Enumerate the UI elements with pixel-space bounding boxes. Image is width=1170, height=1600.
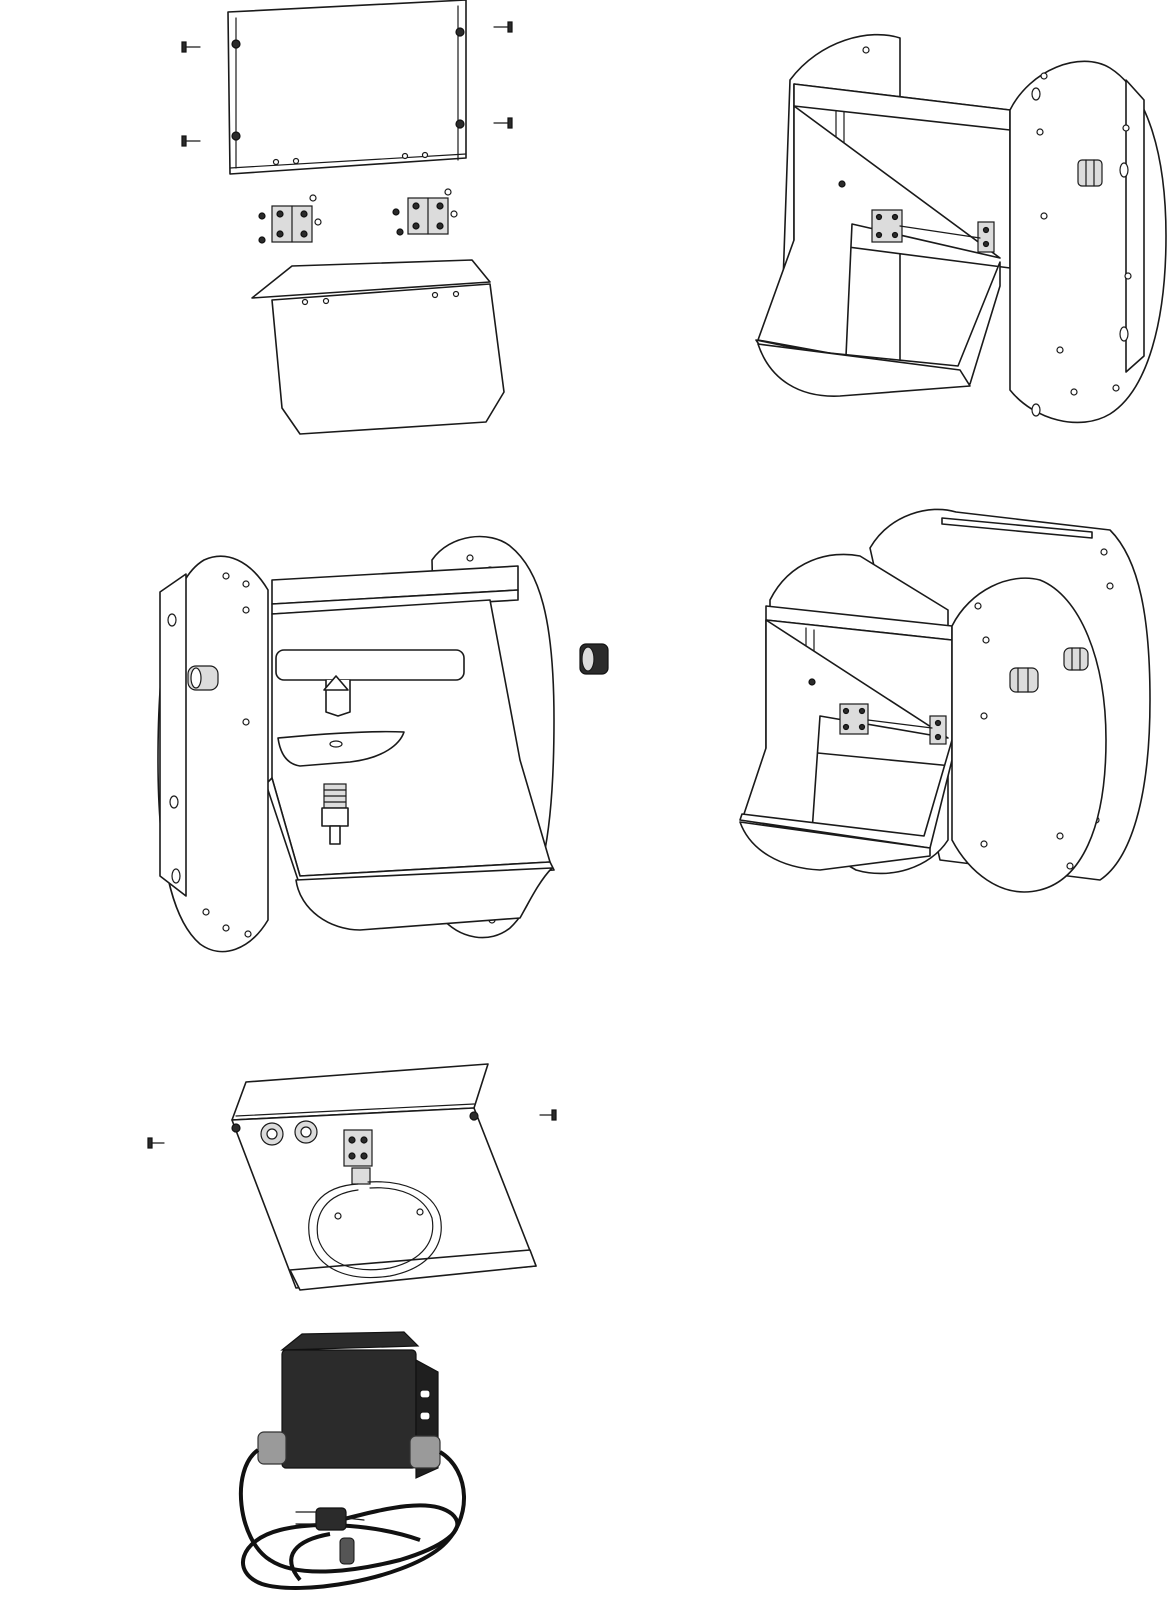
hinge-icon: [407, 197, 449, 235]
hinge-icon: [977, 221, 995, 253]
fitting-icon: [579, 643, 609, 675]
screw-icon: [493, 21, 513, 33]
fitting-icon: [1009, 667, 1039, 693]
screw-icon: [181, 41, 201, 53]
screw-icon: [493, 117, 513, 129]
exploded-door-assembly: [181, 0, 513, 435]
fitting-icon: [1077, 159, 1103, 187]
screw-icon: [181, 135, 201, 147]
assembled-housing-front: [739, 508, 1151, 893]
plug-icon: [295, 1507, 365, 1531]
bottom-tray-with-heater: [147, 1063, 557, 1291]
hinge-icon: [839, 703, 869, 735]
nut-icon: [258, 188, 458, 244]
assembled-housing-rear: [755, 33, 1167, 424]
fitting-icon: [321, 783, 349, 845]
top-panel: [227, 0, 467, 175]
hinge-icon: [871, 209, 903, 243]
power-transformer: [238, 1331, 466, 1590]
hinge-icon: [929, 715, 947, 745]
hinge-icon: [271, 205, 313, 243]
fitting-icon: [1063, 647, 1089, 671]
door-panel: [251, 259, 505, 435]
housing-front-open: [157, 535, 555, 953]
screw-icon: [539, 1109, 557, 1121]
screw-icon: [147, 1137, 165, 1149]
nut-icon: [260, 1120, 318, 1146]
